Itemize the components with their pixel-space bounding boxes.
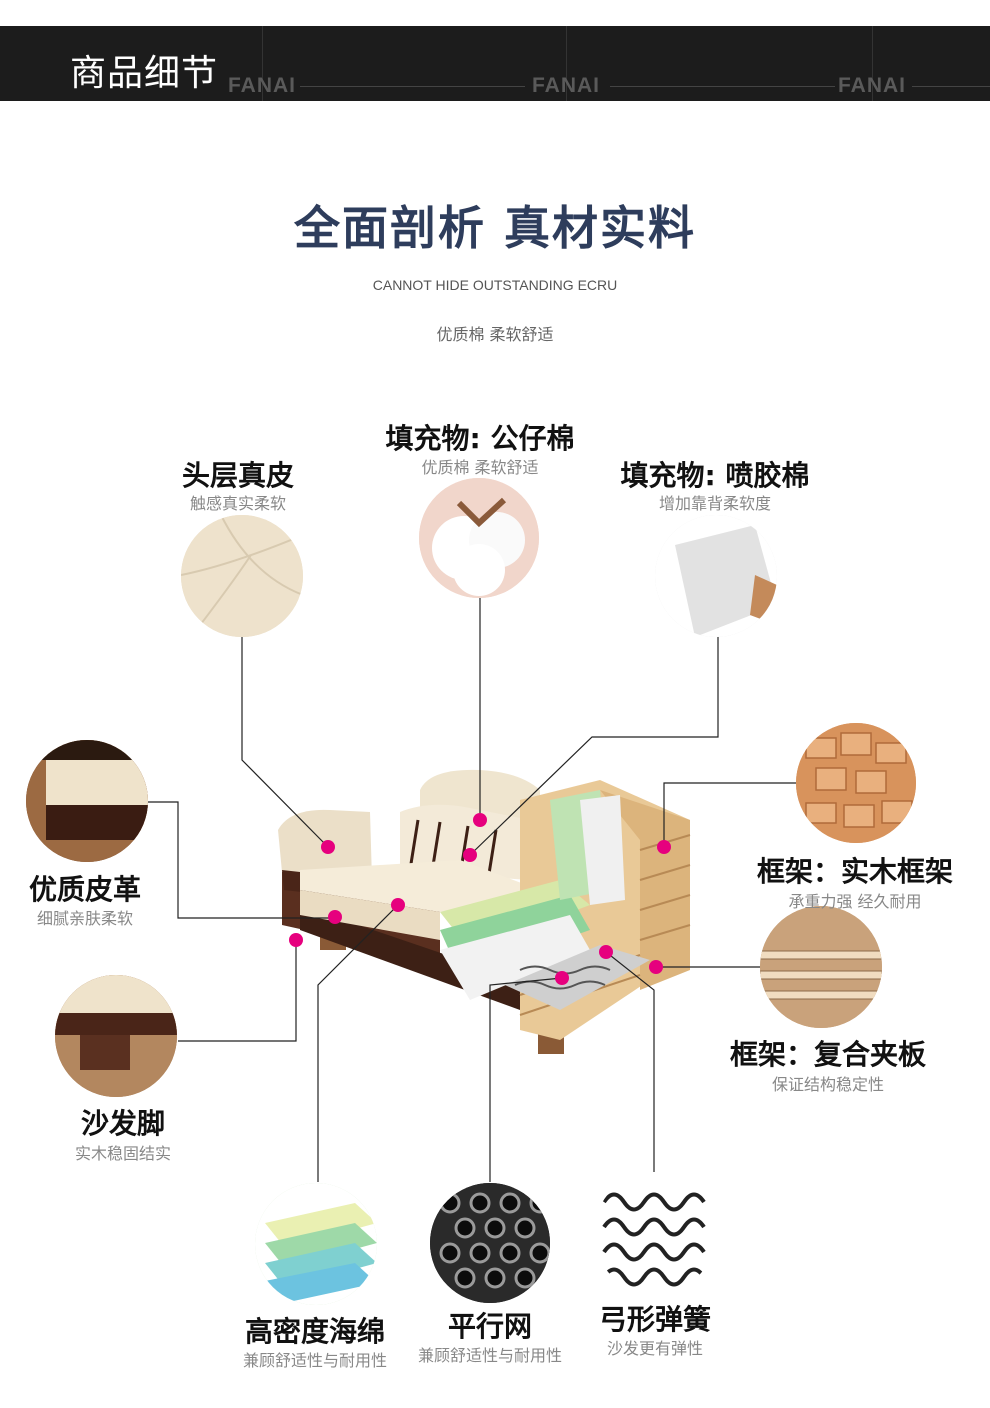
label-spray-cotton: 填充物: 喷胶棉 [620, 459, 810, 492]
section-subtitle-en: CANNOT HIDE OUTSTANDING ECRU [372, 277, 618, 293]
watermark: FANAI [838, 74, 906, 97]
label-sofa-leg: 沙发脚 [80, 1107, 165, 1140]
quality-leather-image [26, 740, 148, 862]
banner-rule [610, 86, 835, 87]
sofa-leg-image [55, 975, 177, 1097]
desc-composite-board: 保证结构稳定性 [771, 1075, 884, 1094]
desc-leather-top: 触感真实柔软 [189, 494, 286, 513]
spring-image [594, 1172, 716, 1294]
banner-rule [300, 86, 525, 87]
banner-divider [566, 26, 567, 101]
cotton-image [419, 478, 539, 598]
watermark: FANAI [228, 74, 296, 97]
banner-divider [262, 26, 263, 101]
header-banner: 商品细节 FANAI FANAI FANAI [0, 26, 990, 101]
watermark: FANAI [532, 74, 600, 97]
banner-divider [872, 26, 873, 101]
leather-sample-image [181, 515, 303, 637]
sponge-image [255, 1183, 377, 1305]
solid-wood-image [796, 723, 916, 843]
desc-quality-leather: 细腻亲肤柔软 [36, 909, 133, 928]
marker-dots [289, 813, 671, 985]
label-spring: 弓形弹簧 [598, 1303, 711, 1336]
desc-spray-cotton: 增加靠背柔软度 [658, 494, 771, 513]
desc-sofa-leg: 实木稳固结实 [74, 1144, 171, 1163]
desc-sponge: 兼顾舒适性与耐用性 [242, 1351, 387, 1370]
composite-board-image [760, 906, 882, 1028]
sofa-illustration [278, 769, 691, 1054]
mesh-image [430, 1183, 550, 1303]
label-composite-board: 框架：复合夹板 [729, 1038, 926, 1071]
label-solid-frame: 框架：实木框架 [756, 855, 953, 888]
label-mesh: 平行网 [447, 1310, 532, 1343]
spray-cotton-image [655, 515, 777, 637]
banner-title: 商品细节 [70, 53, 219, 94]
section-subtitle-cn: 优质棉 柔软舒适 [436, 325, 554, 344]
desc-mesh: 兼顾舒适性与耐用性 [417, 1346, 562, 1365]
label-cotton: 填充物: 公仔棉 [385, 422, 575, 455]
desc-solid-frame: 承重力强 经久耐用 [788, 892, 922, 911]
banner-rule [912, 86, 990, 87]
desc-cotton: 优质棉 柔软舒适 [421, 458, 539, 477]
section-title: 全面剖析 真材实料 [293, 201, 696, 255]
label-leather-top: 头层真皮 [181, 459, 294, 492]
label-quality-leather: 优质皮革 [28, 873, 141, 906]
connector-lines [148, 598, 796, 1182]
desc-spring: 沙发更有弹性 [606, 1339, 703, 1358]
label-sponge: 高密度海绵 [244, 1315, 385, 1348]
